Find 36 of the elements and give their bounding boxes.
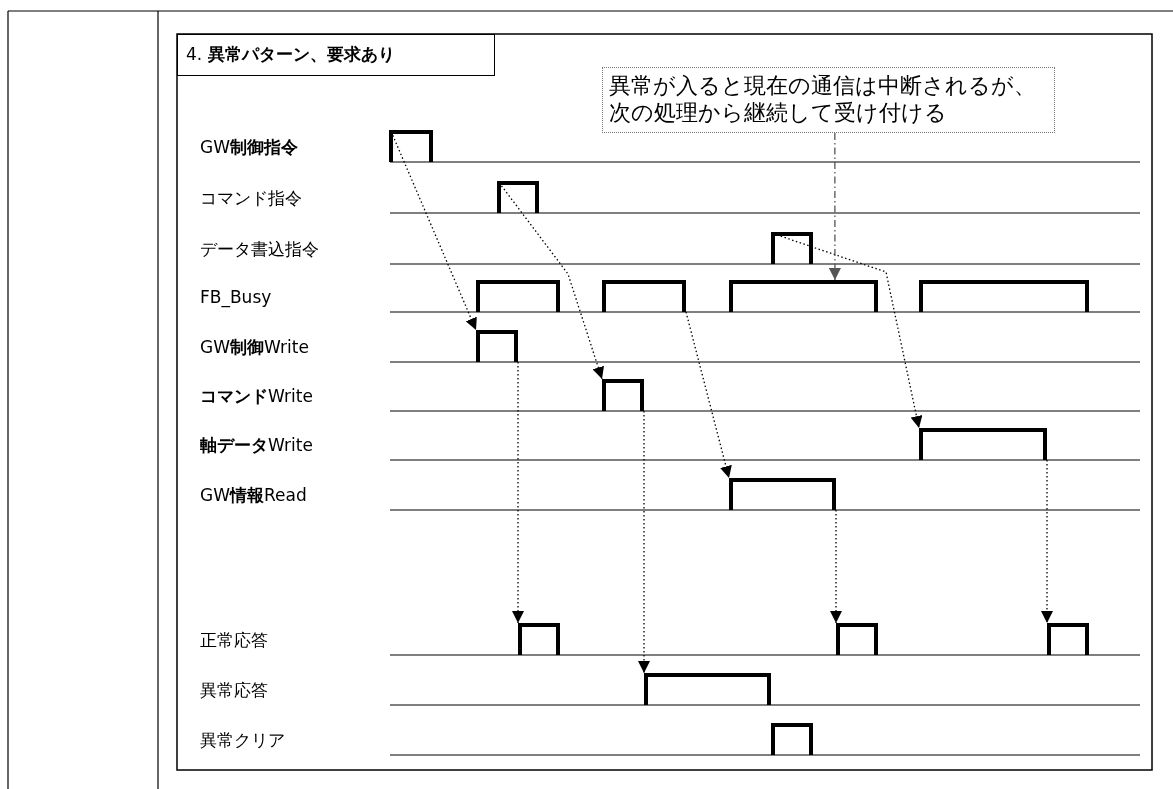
note-box: 異常が入ると現在の通信は中断されるが、次の処理から継続して受け付ける (602, 67, 1055, 133)
signal-pulse (518, 623, 560, 655)
signal-name: 正常応答 (200, 629, 268, 651)
signal-pulse (771, 723, 813, 755)
signal-name: 異常クリア (200, 729, 285, 751)
signal-name: コマンド指令 (200, 187, 302, 209)
signal-pulse (836, 623, 878, 655)
arrow (685, 311, 732, 479)
signal-name: GW情報Read (200, 484, 307, 506)
signal-pulse (729, 280, 878, 312)
arrow (830, 509, 842, 624)
signal-pulse (919, 428, 1047, 460)
signal-pulse (644, 673, 771, 705)
arrow (638, 410, 650, 674)
arrow (1041, 459, 1053, 624)
arrow (498, 181, 604, 380)
signal-name: コマンドWrite (200, 385, 313, 407)
signal-name: GW制御指令 (200, 136, 298, 158)
signal-pulse (497, 181, 539, 213)
signal-pulse (389, 130, 433, 162)
signal-pulse (476, 280, 560, 312)
signal-pulse (602, 379, 644, 411)
signal-pulse (1047, 623, 1089, 655)
signal-pulse (919, 280, 1089, 312)
signal-pulse (729, 478, 836, 510)
signal-name: GW制御Write (200, 336, 309, 358)
signal-name: データ書込指令 (200, 238, 319, 260)
section-title: 4. 異常パターン、要求あり (177, 34, 495, 76)
arrow (828, 132, 841, 281)
arrow (512, 361, 524, 624)
signal-name: FB_Busy (200, 286, 272, 308)
signal-pulse (771, 232, 813, 264)
signal-pulse (602, 280, 686, 312)
signal-name: 軸データWrite (200, 434, 313, 456)
signal-pulse (476, 330, 518, 362)
signal-name: 異常応答 (200, 679, 268, 701)
